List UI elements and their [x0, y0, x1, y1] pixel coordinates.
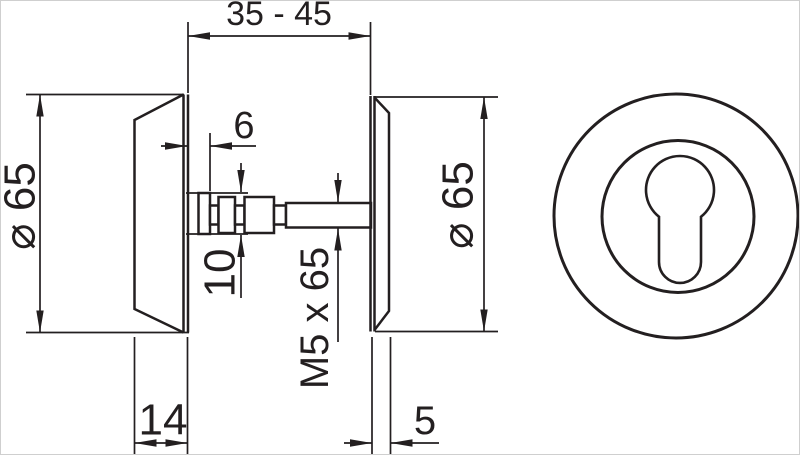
dim-label-depth-left: 14 — [139, 396, 188, 445]
spindle-assembly — [197, 191, 373, 236]
left-rosette — [133, 93, 190, 334]
side-view — [133, 93, 391, 334]
threaded-rod — [284, 201, 373, 229]
dimension-grip-range: 35 - 45 — [187, 1, 372, 95]
spindle-hub — [197, 191, 212, 236]
dimension-hub-offset: 6 — [161, 105, 256, 191]
spindle-block-1 — [217, 195, 237, 235]
right-rosette — [369, 96, 391, 332]
dim-label-hub-offset: 6 — [233, 105, 254, 147]
dim-label-diameter-right: ⌀ 65 — [434, 161, 483, 249]
right-rosette-profile — [373, 96, 391, 331]
spindle-neck-2 — [233, 204, 246, 226]
dim-label-depth-right: 5 — [414, 399, 436, 443]
dimension-depth-right: 5 — [344, 337, 439, 454]
front-view — [552, 92, 799, 340]
spindle-neck-1 — [208, 204, 220, 226]
dimension-screw-spec: M5 x 65 — [293, 173, 342, 389]
dimension-hub-diameter: 10 — [186, 163, 248, 298]
dim-label-diameter-left: ⌀ 65 — [1, 162, 45, 250]
euro-profile-keyhole — [644, 154, 716, 285]
dimension-diameter-right: ⌀ 65 — [375, 96, 498, 333]
dimension-depth-left: 14 — [133, 337, 189, 454]
dim-label-hub-diameter: 10 — [196, 249, 245, 298]
dim-label-screw-spec: M5 x 65 — [293, 247, 337, 389]
left-rosette-profile — [133, 93, 185, 334]
spindle-neck-3 — [272, 204, 288, 226]
rosette-inner-rim-circle — [600, 139, 756, 294]
dimension-diameter-left: ⌀ 65 — [1, 93, 189, 334]
dim-label-grip-range: 35 - 45 — [226, 1, 332, 33]
rosette-outer-circle — [552, 92, 799, 340]
spindle-block-2 — [243, 195, 276, 235]
